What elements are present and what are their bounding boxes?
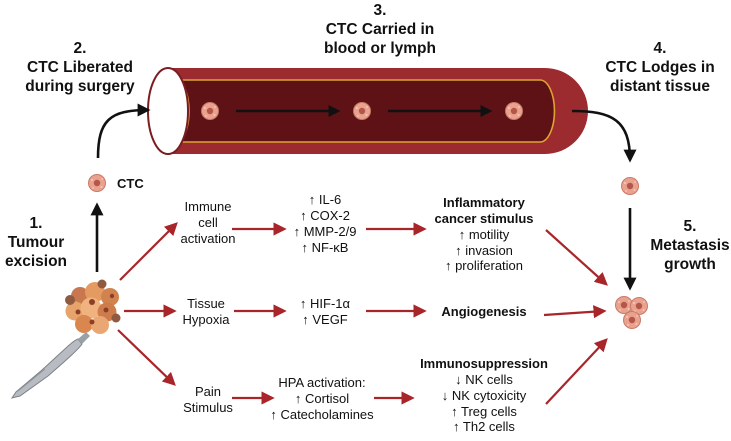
step-4-label: 4. CTC Lodges in distant tissue bbox=[605, 40, 715, 95]
ctc-cell-icon bbox=[621, 177, 639, 195]
scalpel-icon bbox=[10, 332, 90, 399]
step-2-label: 2. CTC Liberated during surgery bbox=[25, 40, 135, 95]
immunosuppression-metastasis-arrow bbox=[545, 338, 608, 405]
inflammatory-metastasis-arrow bbox=[545, 229, 608, 286]
liberation-arrow bbox=[96, 103, 151, 159]
immune-trigger-arrow bbox=[119, 222, 178, 281]
pain-mediators: HPA activation: ↑ Cortisol ↑ Catecholami… bbox=[270, 375, 374, 422]
pain-trigger-arrow bbox=[117, 329, 176, 386]
ctc-label: CTC bbox=[117, 176, 144, 191]
immune-mediators: ↑ IL-6 ↑ COX-2 ↑ MMP-2/9 ↑ NF-κB bbox=[293, 192, 357, 255]
hypoxia-mediators: ↑ HIF-1α ↑ VEGF bbox=[299, 296, 351, 327]
inflammatory-outcome: Inflammatory cancer stimulus ↑ motility … bbox=[434, 195, 534, 274]
hypoxia-trigger: Tissue Hypoxia bbox=[182, 296, 230, 327]
immune-trigger: Immune cell activation bbox=[180, 199, 236, 246]
step-3-label: 3. CTC Carried in blood or lymph bbox=[324, 2, 436, 57]
angiogenesis-metastasis-arrow bbox=[543, 305, 607, 319]
ctc-cell-icon bbox=[201, 102, 219, 120]
step-1-label: 1. Tumour excision bbox=[4, 215, 68, 270]
tumour-icon bbox=[65, 279, 121, 334]
immunosuppression-outcome: Immunosuppression ↓ NK cells ↓ NK cytoxi… bbox=[420, 356, 548, 435]
ctc-cell-icon bbox=[88, 174, 106, 192]
step-5-label: 5. Metastasis growth bbox=[650, 218, 730, 273]
ctc-cell-icon bbox=[353, 102, 371, 120]
pain-trigger: Pain Stimulus bbox=[183, 384, 233, 415]
ctc-cell-icon bbox=[505, 102, 523, 120]
metastasis-cluster-icon bbox=[615, 296, 648, 329]
angiogenesis-outcome: Angiogenesis bbox=[441, 304, 527, 319]
lodging-arrow bbox=[571, 109, 637, 163]
